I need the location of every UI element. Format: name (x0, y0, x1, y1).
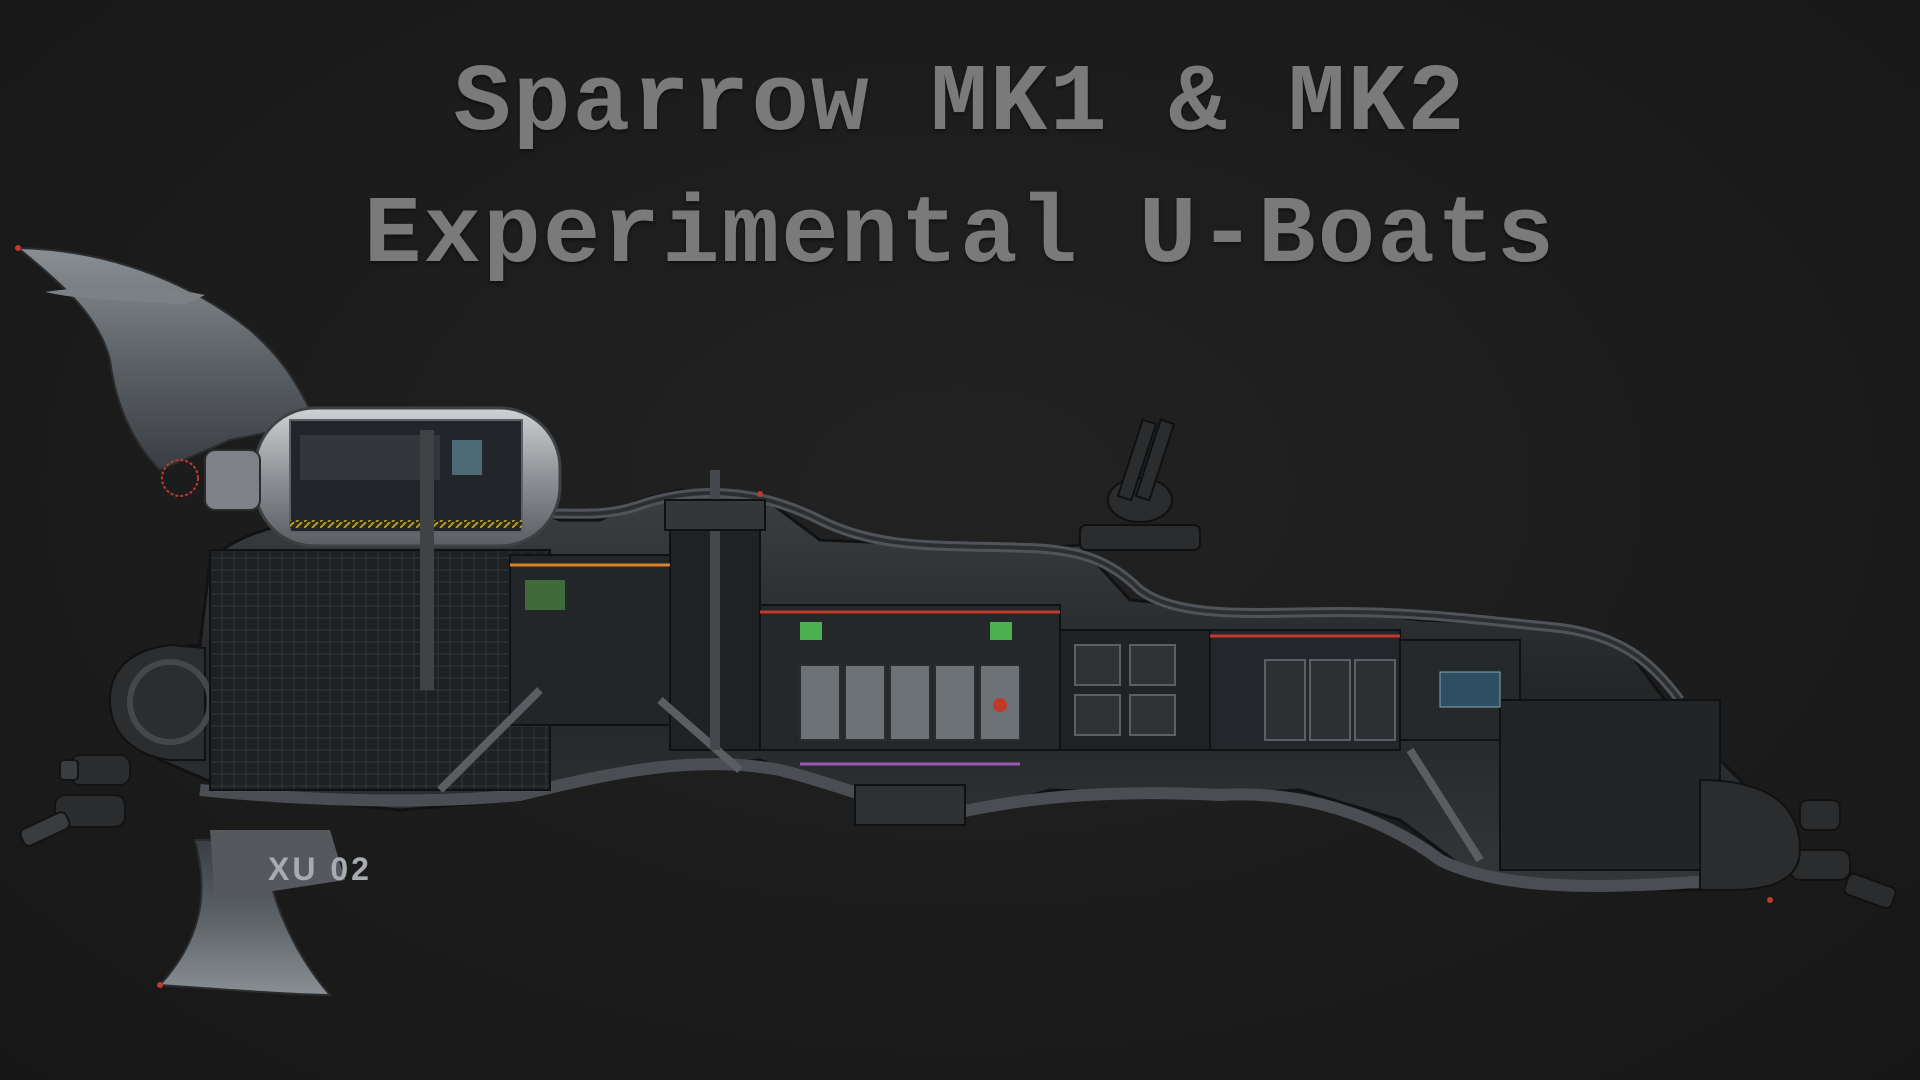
stern-thruster-upper (59, 754, 131, 786)
intake-marker (161, 459, 199, 497)
stern-intake (204, 449, 261, 511)
capsule-hazard-strip (290, 520, 522, 528)
crew-lockers (799, 664, 1021, 741)
medical-cross-marker (993, 698, 1007, 712)
green-screen-1 (525, 580, 565, 610)
title-line-2: Experimental U-Boats (363, 181, 1557, 290)
engine-room (209, 549, 551, 791)
lower-tail-fin (157, 839, 333, 997)
green-screen-2 (990, 622, 1012, 640)
upper-tail-fin-tip (45, 287, 205, 305)
vertical-shaft-1 (420, 430, 434, 690)
bottom-docking-port (854, 784, 966, 826)
hull-code-label: XU 02 (268, 851, 372, 887)
bow-room (1499, 699, 1721, 871)
green-screen-3 (800, 622, 822, 640)
vertical-shaft-2 (710, 470, 720, 750)
marker-dot-2 (157, 982, 163, 988)
bow-cap (1699, 778, 1802, 891)
title-block: Sparrow MK1 & MK2 Experimental U-Boats (0, 38, 1920, 302)
ladder-1 (437, 687, 543, 793)
nav-screen (1439, 671, 1501, 708)
marker-dot-3 (1767, 897, 1773, 903)
bow-thruster (1789, 799, 1897, 910)
battery-racks (1074, 644, 1176, 736)
ladder-2 (657, 696, 743, 774)
marker-dot-1 (15, 245, 21, 251)
ladder-3 (1406, 747, 1484, 863)
title-line-1: Sparrow MK1 & MK2 (453, 49, 1467, 158)
capsule-panel (300, 435, 440, 480)
marker-dot-4 (757, 491, 763, 497)
weapon-racks (1264, 659, 1396, 741)
docking-hatch (664, 499, 766, 531)
capsule-screen (452, 440, 482, 475)
stern-engine-cone (108, 643, 206, 761)
lower-tail-fin-underside (210, 830, 345, 900)
deck-turret (1079, 418, 1201, 551)
stern-thruster-lower (19, 794, 126, 847)
upper-pipe-inner (519, 491, 1682, 702)
